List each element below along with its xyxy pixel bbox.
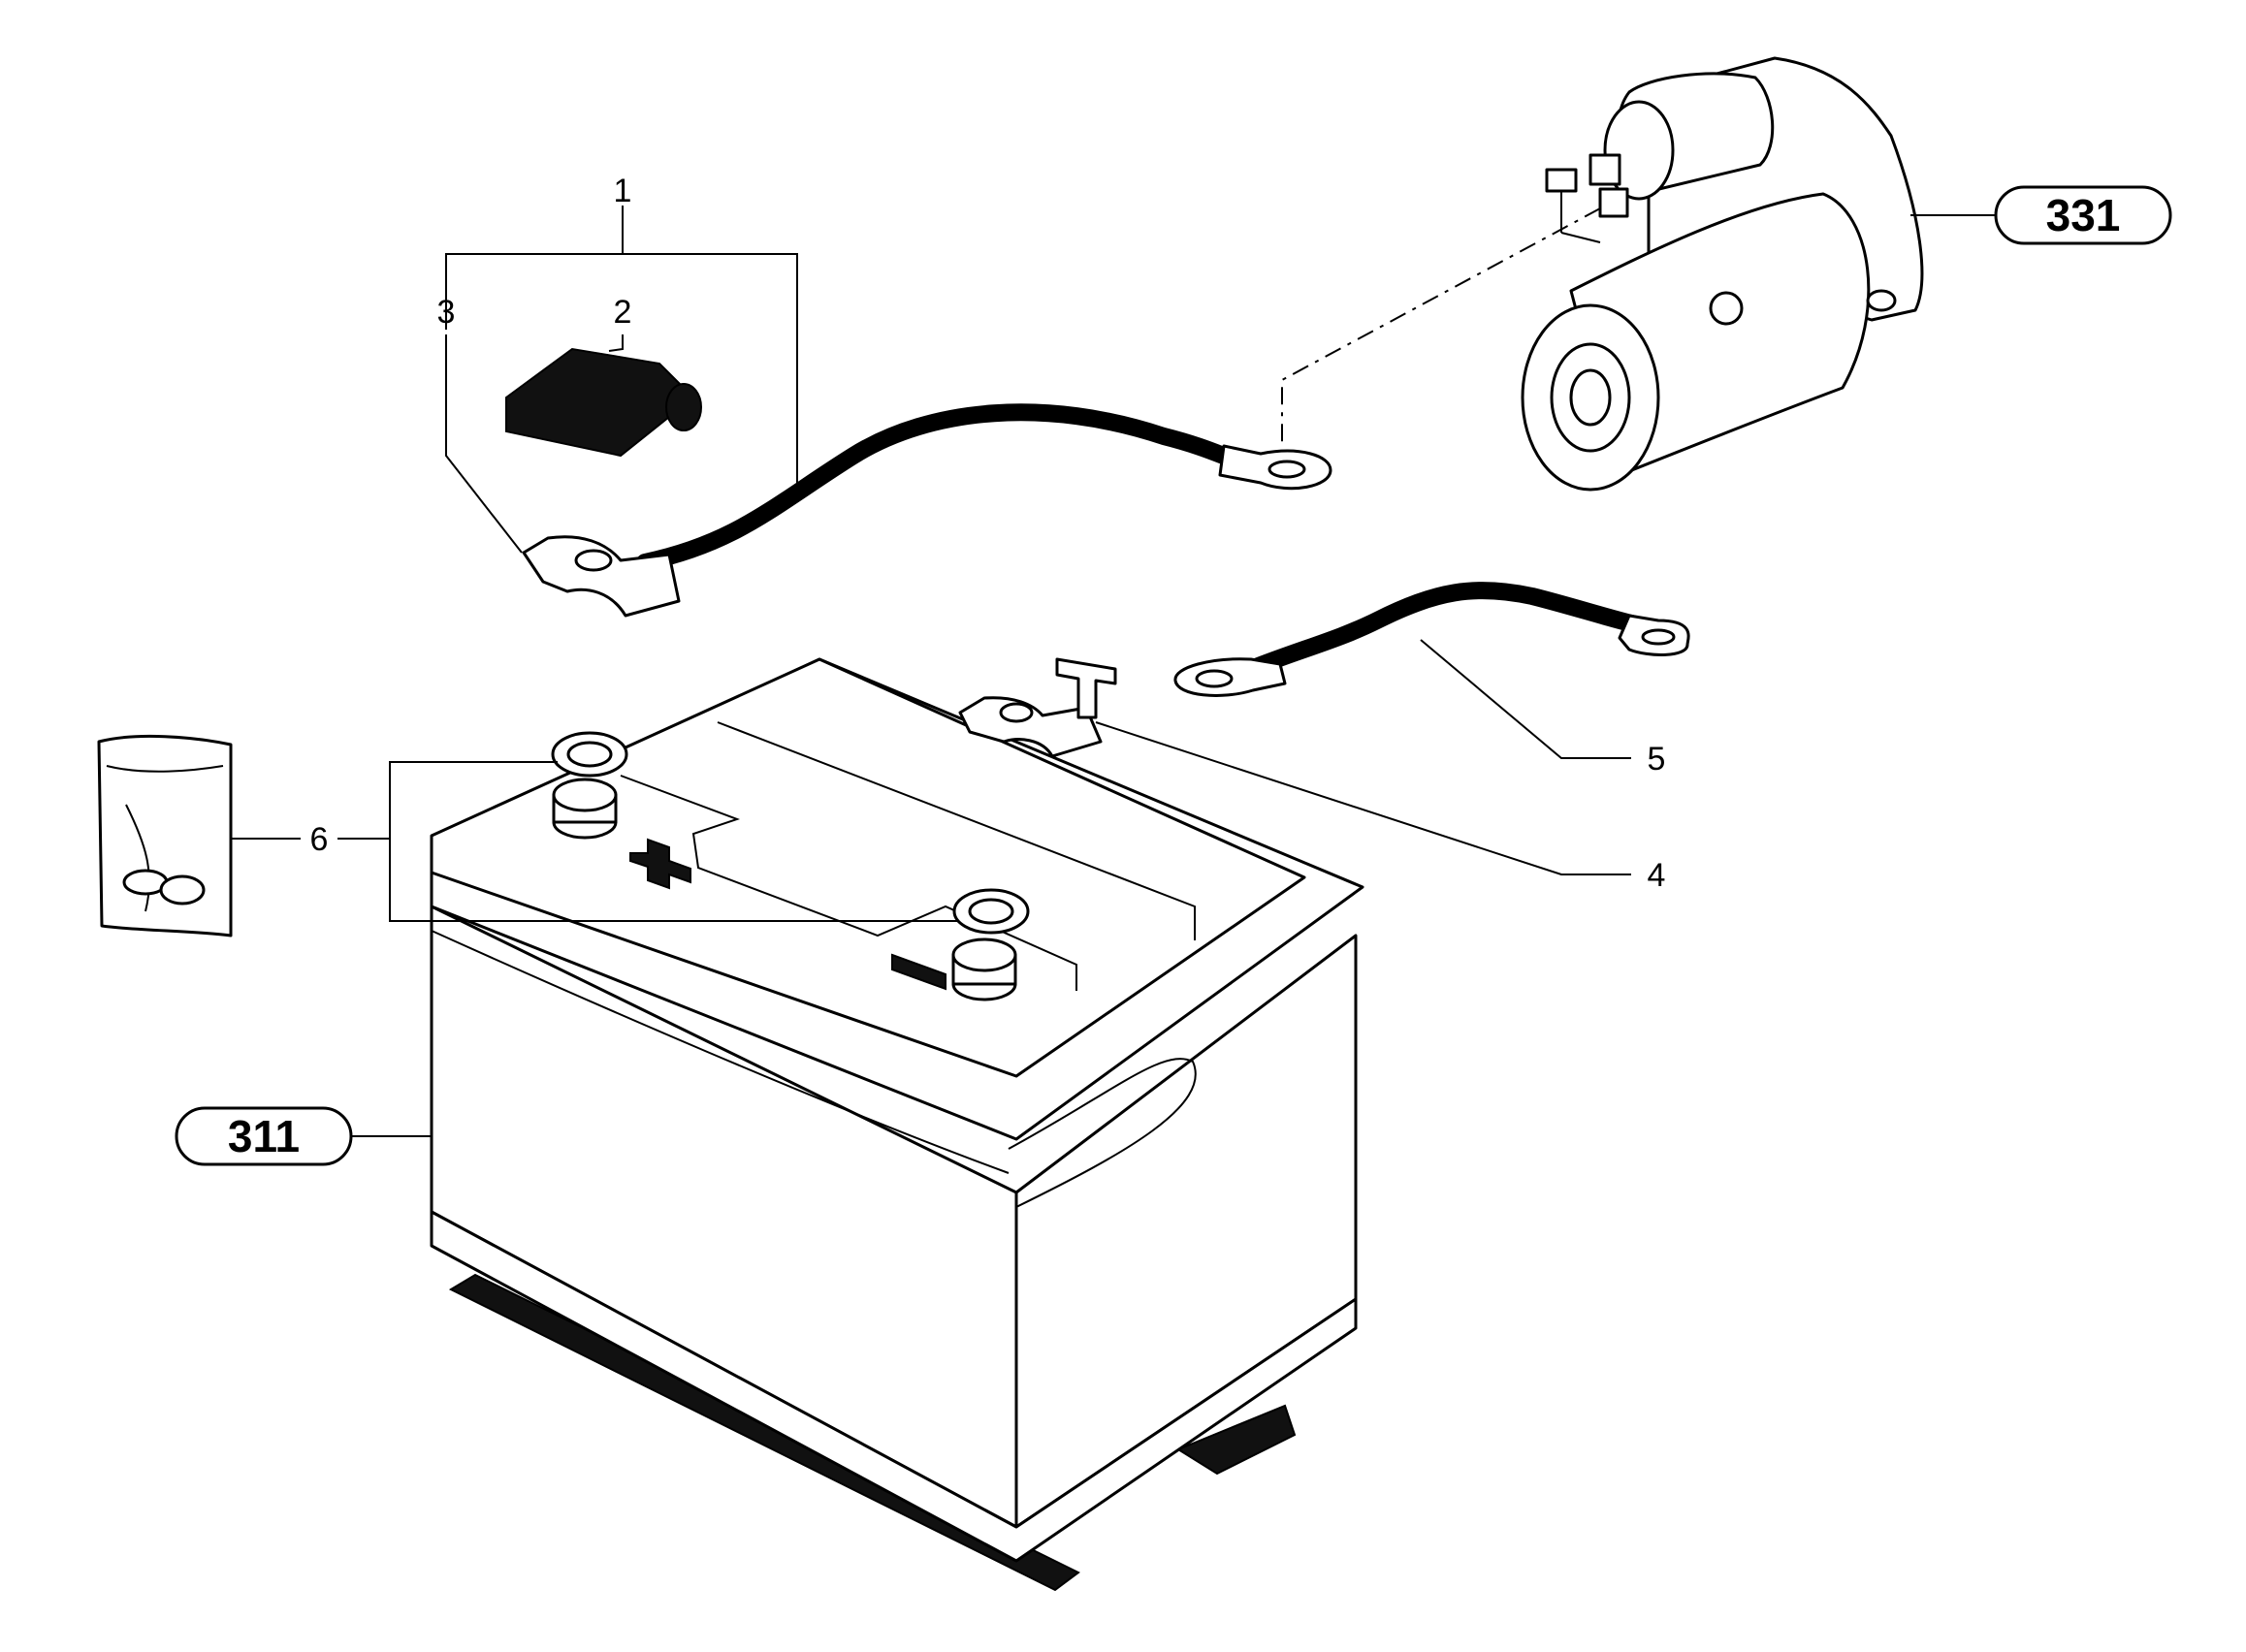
terminal-cover[interactable]	[505, 347, 702, 458]
callout-1: 1	[614, 173, 632, 209]
leader-lines	[231, 206, 1996, 1137]
washer-bag[interactable]	[97, 734, 233, 937]
battery-terminal-positive[interactable]	[552, 778, 618, 840]
terminal-washer-bottom[interactable]	[952, 888, 1030, 935]
badge-331[interactable]: 331	[1994, 185, 2172, 245]
badge-311-label: 311	[228, 1111, 300, 1161]
battery-front-ridge	[431, 930, 1010, 1174]
negative-terminal-clamp[interactable]	[958, 657, 1117, 758]
positive-cable-wire	[636, 403, 1245, 571]
callout-2: 2	[614, 294, 632, 331]
terminal-washer-top[interactable]	[551, 731, 628, 778]
battery-plus-sign	[629, 838, 691, 890]
battery-lid-top	[430, 657, 1306, 1078]
battery-base-lip	[430, 1210, 1358, 1563]
callout-5: 5	[1648, 741, 1666, 778]
battery[interactable]	[430, 657, 1364, 1592]
positive-cable-assembly[interactable]	[522, 403, 1332, 618]
negative-cable-assembly[interactable]	[1173, 582, 1690, 697]
positive-cable-clamp	[522, 535, 681, 618]
battery-mount-strip-rear	[1175, 1404, 1297, 1476]
starter-motor[interactable]	[1521, 56, 1924, 492]
battery-minus-sign	[891, 953, 947, 991]
battery-terminal-negative[interactable]	[951, 937, 1017, 1001]
negative-cable-wire	[1242, 582, 1648, 678]
starter-terminal-studs	[1545, 153, 1629, 243]
callout-4: 4	[1648, 857, 1666, 894]
badge-331-label: 331	[2046, 190, 2121, 240]
battery-lid-ridge	[717, 721, 1196, 940]
callout-3: 3	[437, 294, 456, 331]
battery-lid-panel	[620, 775, 1077, 991]
badge-311[interactable]: 311	[175, 1106, 353, 1166]
callout-6: 6	[310, 821, 329, 858]
starter-connection-dashed	[1281, 207, 1601, 446]
battery-handle	[1008, 1058, 1197, 1208]
